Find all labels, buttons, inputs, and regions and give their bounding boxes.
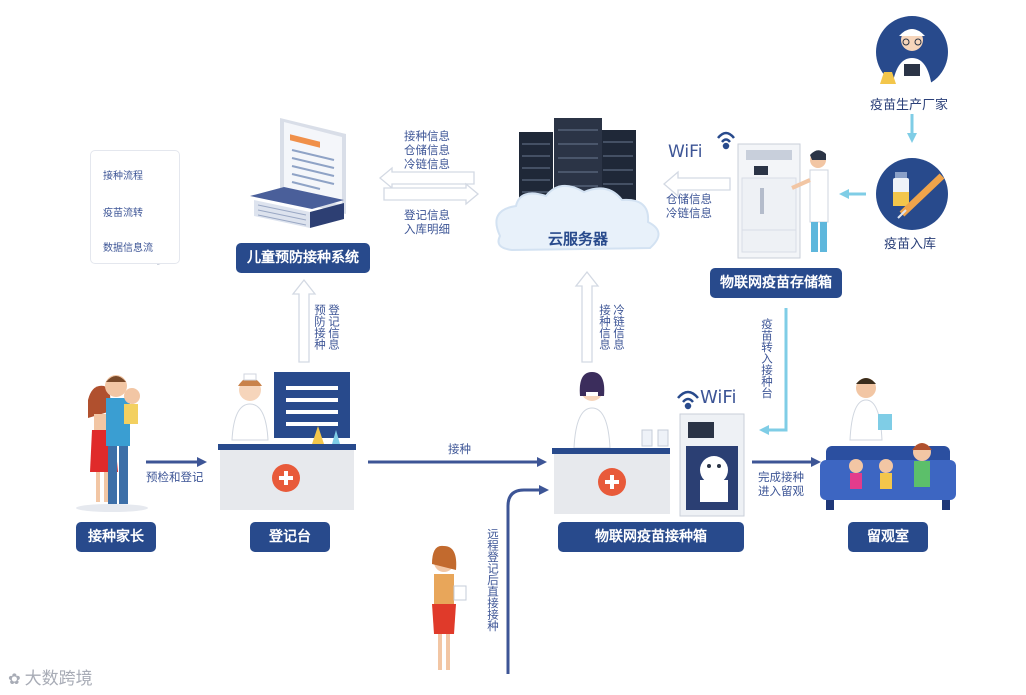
flow-vac-to-cloud-2: 接种信息 <box>598 304 612 350</box>
wifi-top-label: WiFi <box>668 142 703 162</box>
flow-vac-to-obs-1: 完成接种 <box>758 470 804 484</box>
arrow-vac-to-cloud <box>574 270 600 363</box>
registration-desk-illustration <box>218 372 356 510</box>
observation-room-illustration <box>820 378 956 510</box>
watermark: ✿大数跨境 <box>8 664 93 689</box>
remote-woman-illustration <box>432 545 467 670</box>
family-illustration <box>76 375 148 512</box>
arrow-storage-to-cloud <box>663 170 731 198</box>
node-storage-label: 物联网疫苗存储箱 <box>710 268 842 298</box>
storage-fridge-illustration <box>737 143 829 259</box>
node-registration-label: 登记台 <box>250 522 330 552</box>
legend-vaccine: 疫苗流转 <box>103 208 143 219</box>
node-cloud-label: 云服务器 <box>548 230 609 248</box>
flow-vac-to-obs-2: 进入留观 <box>758 484 804 498</box>
watermark-logo-icon: ✿ <box>8 670 21 688</box>
wifi-box-label: WiFi <box>700 387 737 408</box>
legend-process: 接种流程 <box>103 171 143 182</box>
flow-reg-to-vac: 接种 <box>448 442 471 456</box>
cloud-server-illustration <box>495 118 660 252</box>
flow-vac-to-cloud-1: 冷链信息 <box>612 304 626 350</box>
flow-storage-to-vac: 疫苗转入接种台 <box>760 318 774 399</box>
flow-cloud-to-system-1: 接种信息 <box>404 129 450 143</box>
flow-system-to-cloud-2: 入库明细 <box>404 222 450 236</box>
wifi-box-icon <box>677 390 699 410</box>
node-system-label: 儿童预防接种系统 <box>236 243 370 273</box>
flow-cloud-to-system-3: 冷链信息 <box>404 157 450 171</box>
node-observation-label: 留观室 <box>848 522 928 552</box>
vaccine-arrows <box>759 114 917 435</box>
vaccine-intake-illustration <box>876 158 948 230</box>
factory-scientist-illustration <box>876 16 948 88</box>
arrow-system-to-cloud <box>383 182 480 206</box>
flow-storage-to-cloud-1: 仓储信息 <box>666 192 712 206</box>
flow-parent-to-reg: 预检和登记 <box>146 470 204 484</box>
node-vaccination-label: 物联网疫苗接种箱 <box>558 522 744 552</box>
arrow-cloud-to-system <box>378 166 475 190</box>
flow-system-to-cloud-1: 登记信息 <box>404 208 450 222</box>
arrow-remote-to-vac <box>506 485 549 674</box>
process-arrows <box>146 457 821 674</box>
arrow-reg-to-system <box>291 278 317 363</box>
flow-remote: 远程登记后直接接种 <box>486 528 500 632</box>
flow-storage-to-cloud-2: 冷链信息 <box>666 206 712 220</box>
legend-data: 数据信息流 <box>103 243 153 254</box>
flow-reg-to-system-1: 登记信息 <box>327 304 341 350</box>
computer-illustration <box>250 118 346 228</box>
flow-reg-to-system-2: 预防接种 <box>313 304 327 350</box>
vaccination-desk-illustration <box>552 372 745 517</box>
wifi-icon <box>717 131 735 150</box>
node-intake-label: 疫苗入库 <box>884 237 937 252</box>
legend: 接种流程 疫苗流转 数据信息流 <box>90 150 180 264</box>
data-arrows <box>291 166 731 363</box>
flow-cloud-to-system-2: 仓储信息 <box>404 143 450 157</box>
node-parent-label: 接种家长 <box>76 522 156 552</box>
node-factory-label: 疫苗生产厂家 <box>870 98 949 113</box>
watermark-text: 大数跨境 <box>24 669 93 689</box>
arrow-storage-to-vaccination <box>759 308 788 435</box>
